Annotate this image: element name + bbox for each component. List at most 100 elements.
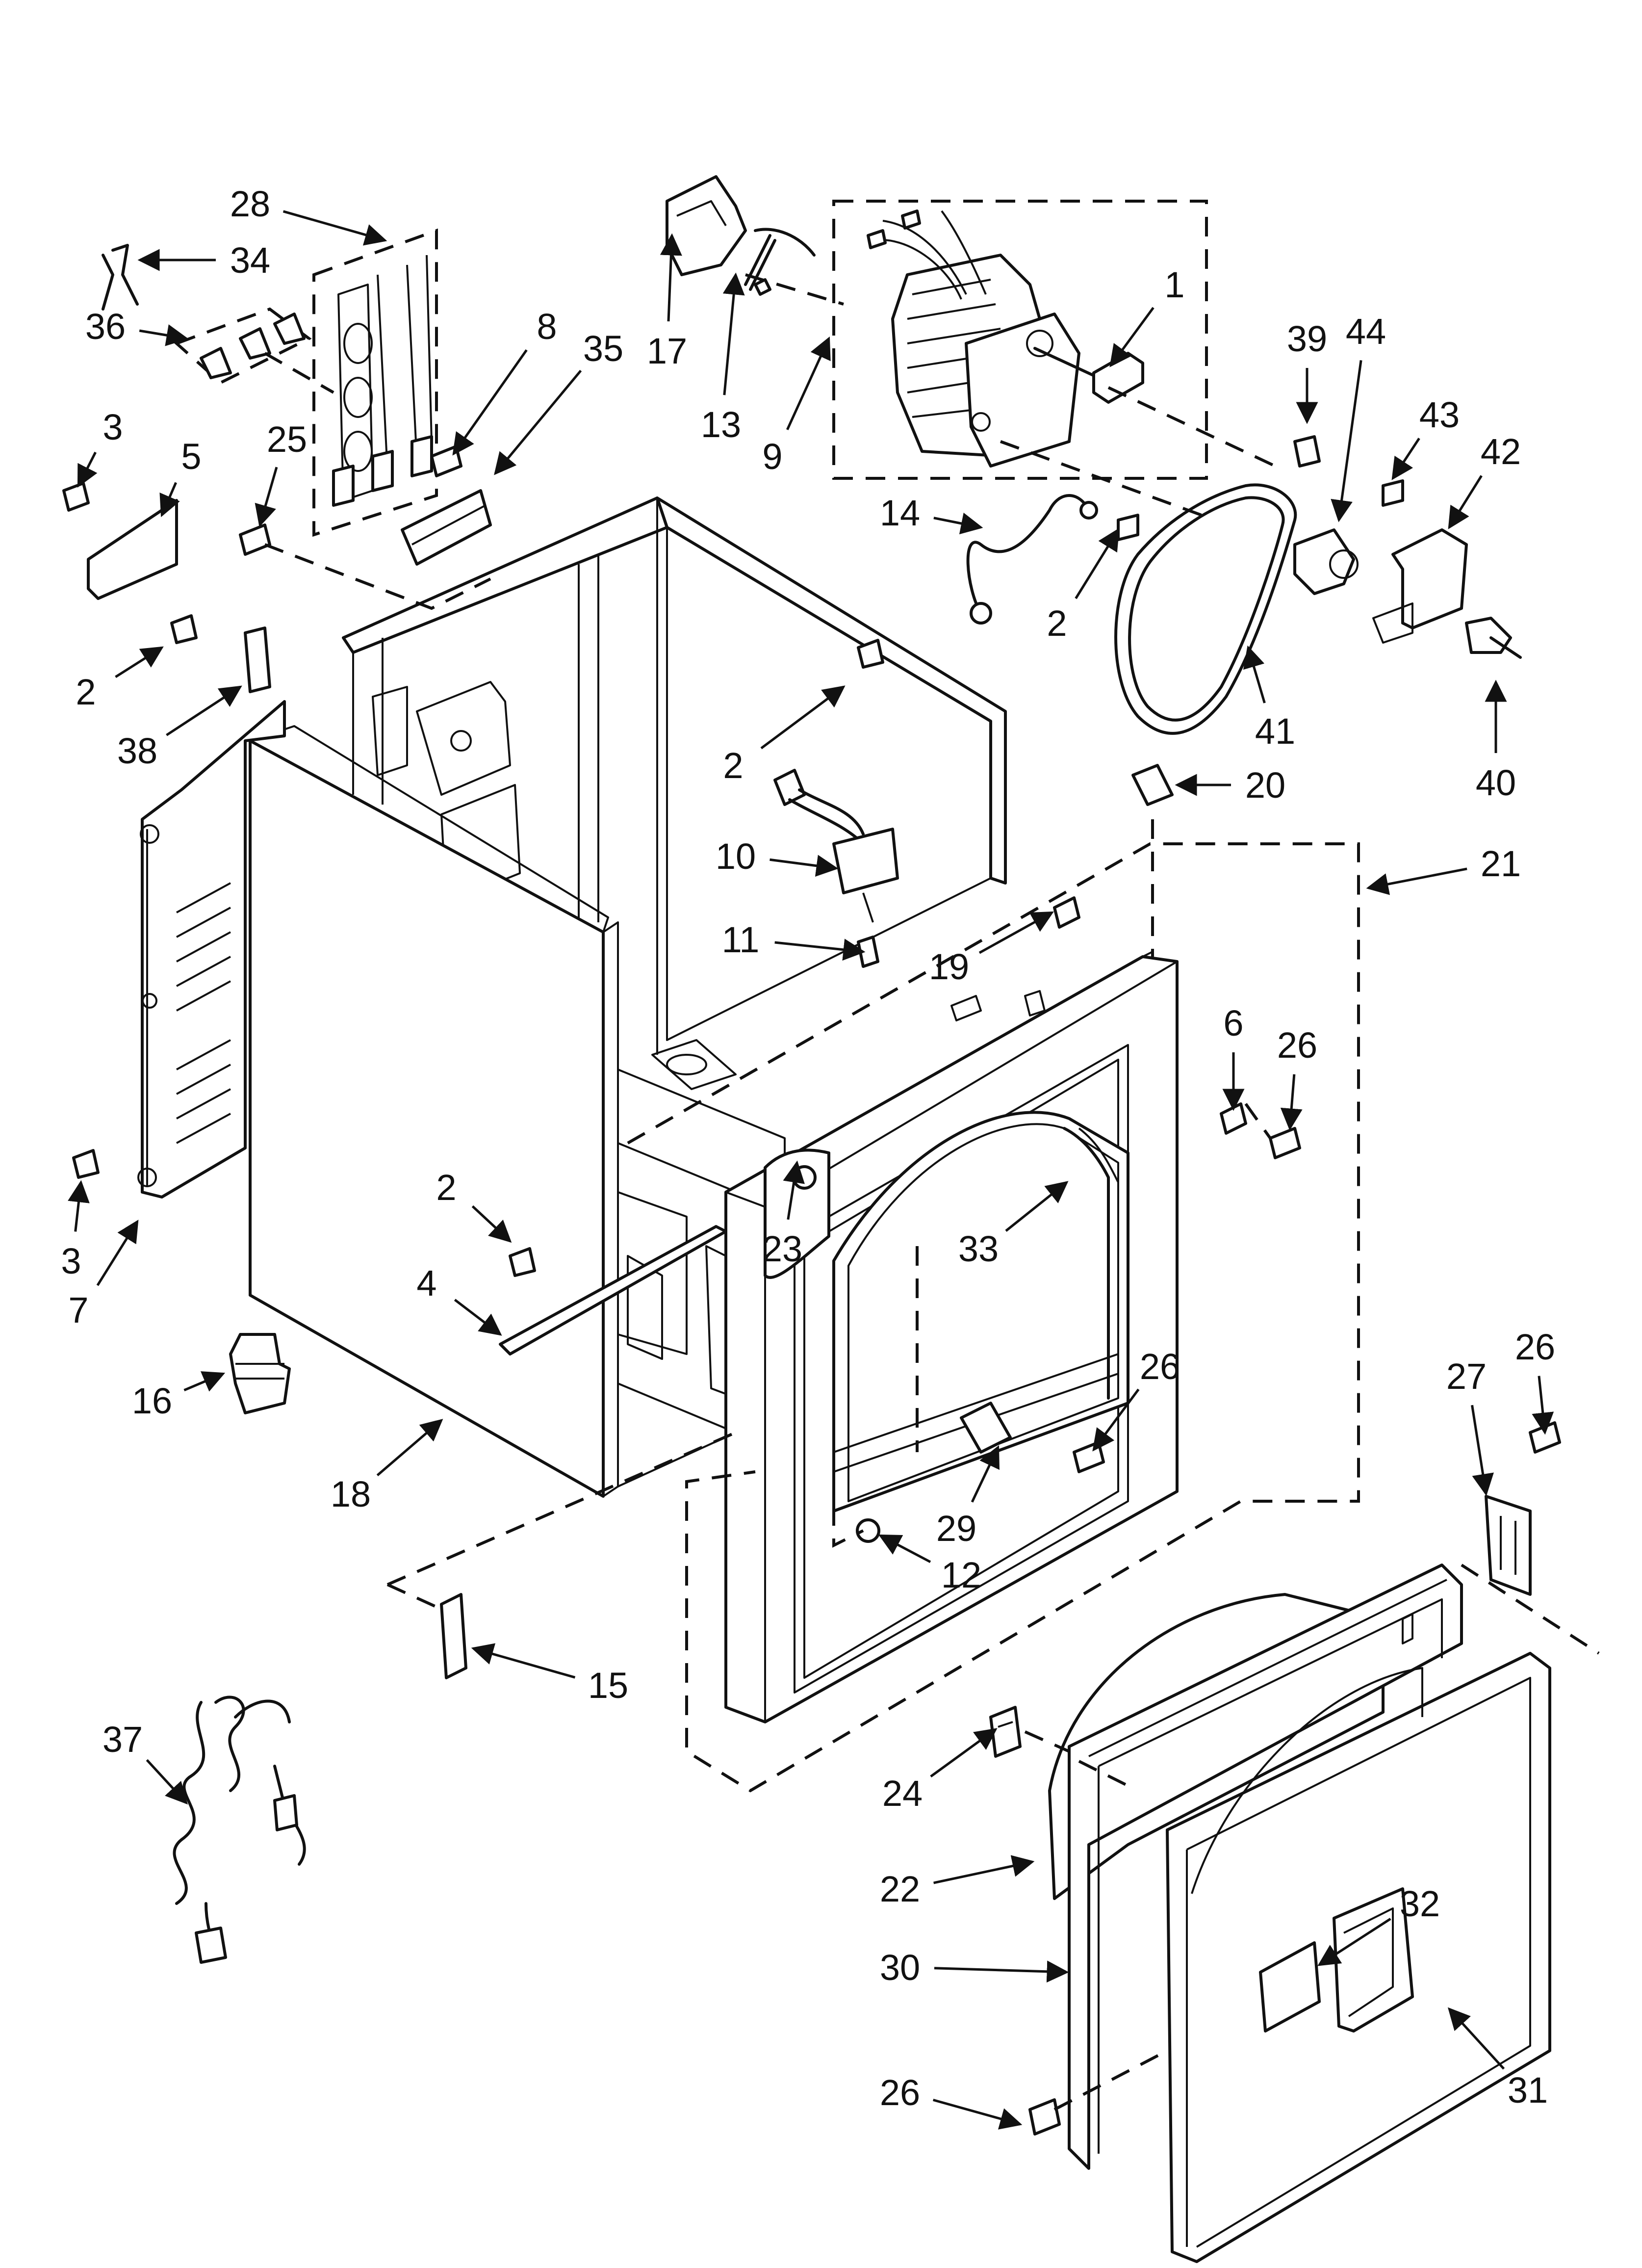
part-number-label: 5 — [181, 436, 201, 477]
part-number-label: 9 — [762, 436, 782, 477]
callout-c6: 6 — [1222, 1003, 1245, 1111]
leader-arrow — [786, 336, 831, 430]
callout-c2c: 2 — [723, 685, 846, 786]
part-number-label: 16 — [132, 1381, 172, 1421]
terminal-block-group — [62, 228, 884, 1277]
part-callouts: 1222233456789101112131415161718192021222… — [61, 183, 1555, 2130]
part-number-label: 30 — [880, 1947, 920, 1988]
part-number-label: 28 — [230, 183, 270, 224]
callout-c22: 22 — [880, 1855, 1035, 1909]
callout-c10: 10 — [716, 836, 839, 877]
part-number-label: 42 — [1481, 431, 1521, 472]
leader-arrow — [933, 512, 983, 535]
leader-arrow — [660, 233, 682, 322]
callout-c2b: 2 — [76, 646, 164, 712]
part-number-label: 34 — [230, 240, 270, 281]
part-number-label: 41 — [1255, 711, 1295, 752]
motor-assembly — [832, 200, 1208, 480]
leader-arrow — [471, 1205, 512, 1243]
callout-c20: 20 — [1175, 765, 1285, 806]
leader-arrow — [255, 467, 278, 527]
leader-arrow — [1331, 360, 1362, 522]
callout-c32: 32 — [1317, 1883, 1440, 1966]
leader-arrow — [1280, 1074, 1303, 1131]
callout-c44: 44 — [1331, 311, 1386, 522]
part-number-label: 15 — [588, 1665, 628, 1706]
callout-c30: 30 — [880, 1947, 1069, 1988]
part-number-label: 33 — [958, 1228, 999, 1269]
leader-arrow — [1109, 307, 1155, 367]
leader-arrow — [1471, 1405, 1494, 1496]
leader-arrow — [1391, 438, 1420, 480]
part-number-label: 26 — [880, 2072, 920, 2113]
callout-c43: 43 — [1391, 394, 1460, 480]
leader-arrow — [760, 685, 846, 750]
callout-c9: 9 — [762, 336, 831, 477]
leader-arrow — [68, 1180, 90, 1232]
part-number-label: 6 — [1223, 1003, 1243, 1043]
part-number-label: 8 — [537, 306, 557, 347]
part-number-label: 21 — [1481, 843, 1521, 884]
part-number-label: 2 — [1047, 603, 1067, 644]
part-number-label: 22 — [880, 1869, 920, 1909]
callout-c7: 7 — [68, 1220, 139, 1330]
part-number-label: 35 — [583, 328, 623, 369]
part-number-label: 11 — [722, 919, 760, 960]
leader-arrow — [1243, 645, 1266, 704]
leader-arrow — [96, 1220, 139, 1286]
callout-c2d: 2 — [436, 1167, 512, 1243]
callout-c17: 17 — [647, 233, 687, 371]
part-number-label: 26 — [1140, 1346, 1180, 1387]
callout-c3b: 3 — [61, 1180, 90, 1281]
leader-arrow — [1532, 1376, 1554, 1435]
leader-arrow — [494, 369, 582, 475]
callout-c5: 5 — [159, 436, 202, 518]
part-number-label: 24 — [882, 1773, 923, 1814]
callout-c35: 35 — [494, 328, 623, 475]
part-number-label: 2 — [723, 745, 743, 786]
part-number-label: 12 — [941, 1555, 981, 1595]
part-number-label: 25 — [267, 419, 307, 460]
part-number-label: 32 — [1400, 1883, 1440, 1924]
part-number-label: 3 — [61, 1241, 81, 1281]
leader-arrow — [77, 451, 98, 488]
leader-arrow — [934, 1960, 1069, 1983]
callout-c21: 21 — [1366, 843, 1521, 895]
leader-arrow — [139, 324, 189, 346]
belt-and-idler — [966, 435, 1522, 735]
callout-c23: 23 — [762, 1160, 805, 1269]
part-number-label: 36 — [85, 306, 126, 347]
callout-c18: 18 — [331, 1419, 443, 1514]
callout-c28: 28 — [230, 183, 387, 246]
part-number-label: 27 — [1446, 1356, 1487, 1397]
leader-arrow — [932, 2098, 1023, 2130]
part-number-label: 19 — [929, 946, 969, 987]
callout-c26d: 26 — [880, 2072, 1023, 2130]
part-number-label: 26 — [1277, 1025, 1317, 1066]
leader-arrow — [1366, 867, 1467, 895]
callout-c34: 34 — [137, 240, 270, 281]
callout-c25: 25 — [255, 419, 307, 527]
leader-arrow — [770, 855, 839, 877]
callout-c26b: 26 — [1092, 1346, 1180, 1452]
leader-arrow — [978, 911, 1054, 954]
callout-c38: 38 — [117, 685, 242, 771]
leader-arrow — [1447, 2007, 1505, 2070]
leader-arrow — [1092, 1388, 1140, 1452]
leader-arrow — [783, 1160, 805, 1220]
callout-c12: 12 — [878, 1534, 981, 1595]
part-number-label: 3 — [103, 407, 123, 447]
callout-c26c: 26 — [1515, 1327, 1555, 1435]
part-number-label: 39 — [1287, 318, 1327, 359]
rear-panel — [137, 700, 286, 1199]
part-number-label: 18 — [331, 1474, 371, 1514]
leader-arrow — [933, 1855, 1035, 1884]
leader-arrow — [452, 349, 528, 456]
callout-c42: 42 — [1448, 431, 1521, 529]
leader-arrow — [1317, 1918, 1391, 1966]
callout-c26a: 26 — [1277, 1025, 1317, 1131]
callout-c8: 8 — [452, 306, 557, 456]
part-number-label: 37 — [103, 1719, 143, 1760]
part-number-label: 38 — [117, 730, 157, 771]
callout-c15: 15 — [471, 1643, 628, 1706]
